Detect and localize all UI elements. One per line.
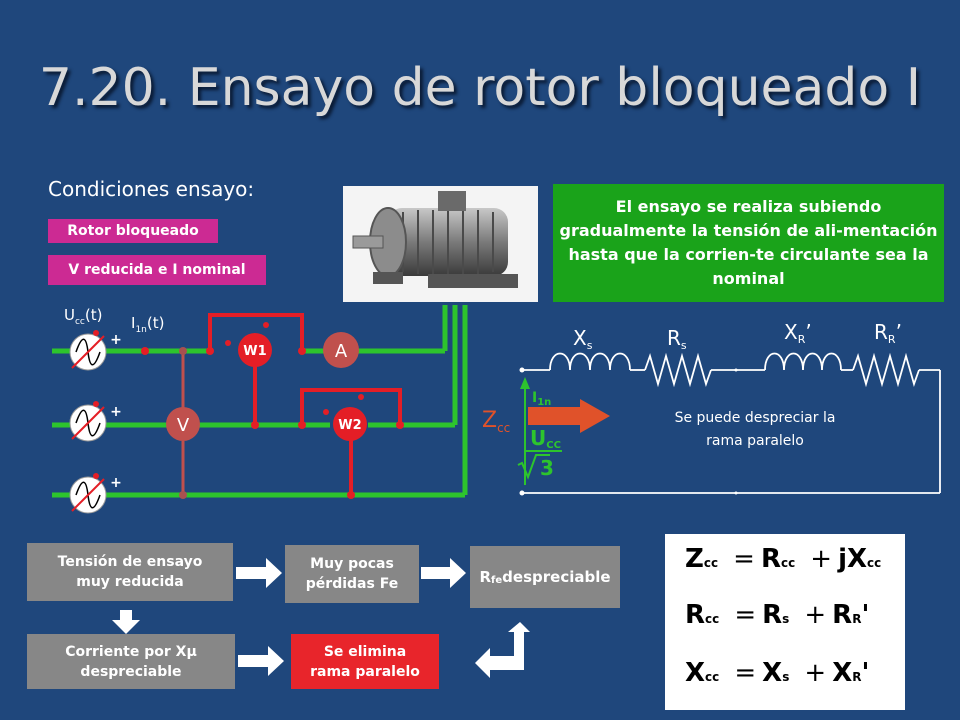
connection-dots (93, 322, 404, 499)
xs-coil (549, 352, 631, 371)
wattmeter-w1: W1 (238, 333, 272, 367)
plus-3: + (110, 475, 122, 491)
equivalent-circuit: Xs Rs XR’ RR’ Zcc I1n UCC 3 Se puede des… (482, 320, 941, 496)
tag-v-reducida: V reducida e I nominal (48, 255, 266, 285)
arrow-down (112, 610, 140, 634)
box-corriente-despreciable: Corriente por Xμ despreciable (27, 634, 235, 689)
rr-resistor (852, 352, 920, 388)
voltmeter-dots (179, 347, 187, 499)
plus-2: + (110, 404, 122, 420)
voltmeter-label: V (177, 415, 190, 436)
box-tension-reducida: Tensión de ensayo muy reducida (27, 543, 233, 601)
parallel-note-line2: rama paralelo (706, 433, 804, 449)
label-xr: XR’ (784, 320, 812, 346)
voltmeter: V (166, 407, 200, 441)
motor-image (343, 186, 538, 302)
test-procedure-note: El ensayo se realiza subiendo gradualmen… (553, 184, 944, 302)
label-zcc: Zcc (482, 408, 510, 435)
label-sqrt3: 3 (540, 456, 554, 480)
w2-label: W2 (338, 418, 361, 433)
box-elimina-rama: Se elimina rama paralelo (291, 634, 439, 689)
w1-label: W1 (243, 344, 266, 359)
label-ucc: UCC (530, 426, 561, 451)
voltage-arrow (528, 399, 610, 433)
source-3 (69, 476, 107, 514)
box-pocas-perdidas: Muy pocas pérdidas Fe (285, 545, 419, 603)
equation-xcc: Xcc =Xs +XR' (685, 658, 870, 688)
voltage-label: Ucc(t) (64, 306, 102, 327)
equation-rcc: Rcc =Rs +RR' (685, 600, 870, 630)
current-label: I1n(t) (131, 314, 164, 335)
motor-photo (343, 186, 538, 302)
label-xs: Xs (573, 326, 593, 352)
label-i1n: I1n (532, 390, 551, 408)
conditions-heading: Condiciones ensayo: (48, 177, 255, 201)
voltage-sources (69, 333, 107, 514)
ammeter-label: A (335, 341, 348, 362)
flow-arrows (112, 558, 530, 678)
rs-resistor (644, 352, 712, 388)
tag-rotor-bloqueado: Rotor bloqueado (48, 219, 218, 243)
arrow-up (475, 622, 530, 678)
page-title: 7.20. Ensayo de rotor bloqueado I (38, 58, 922, 118)
equations-panel: Zcc =Rcc +jXcc Rcc =Rs +RR' Xcc =Xs +XR' (665, 534, 905, 710)
xr-coil (764, 352, 842, 371)
equation-zcc: Zcc =Rcc +jXcc (685, 544, 882, 574)
equivalent-wires (522, 352, 941, 494)
plus-1: + (110, 332, 122, 348)
wattmeter-wiring (208, 313, 402, 495)
label-rr: RR’ (874, 320, 902, 346)
arrow-3 (238, 646, 284, 676)
sqrt-sign (517, 454, 550, 480)
source-1 (69, 333, 107, 371)
arrow-1 (236, 558, 282, 588)
three-phase-circuit: W1 A V W2 + + + Ucc(t) I1n(t) (52, 305, 468, 514)
source-2 (69, 404, 107, 442)
wattmeter-w2: W2 (333, 407, 367, 441)
parallel-note-line1: Se puede despreciar la (675, 410, 836, 426)
arrow-2 (421, 558, 466, 588)
ammeter: A (323, 332, 359, 368)
label-rs: Rs (667, 326, 687, 352)
